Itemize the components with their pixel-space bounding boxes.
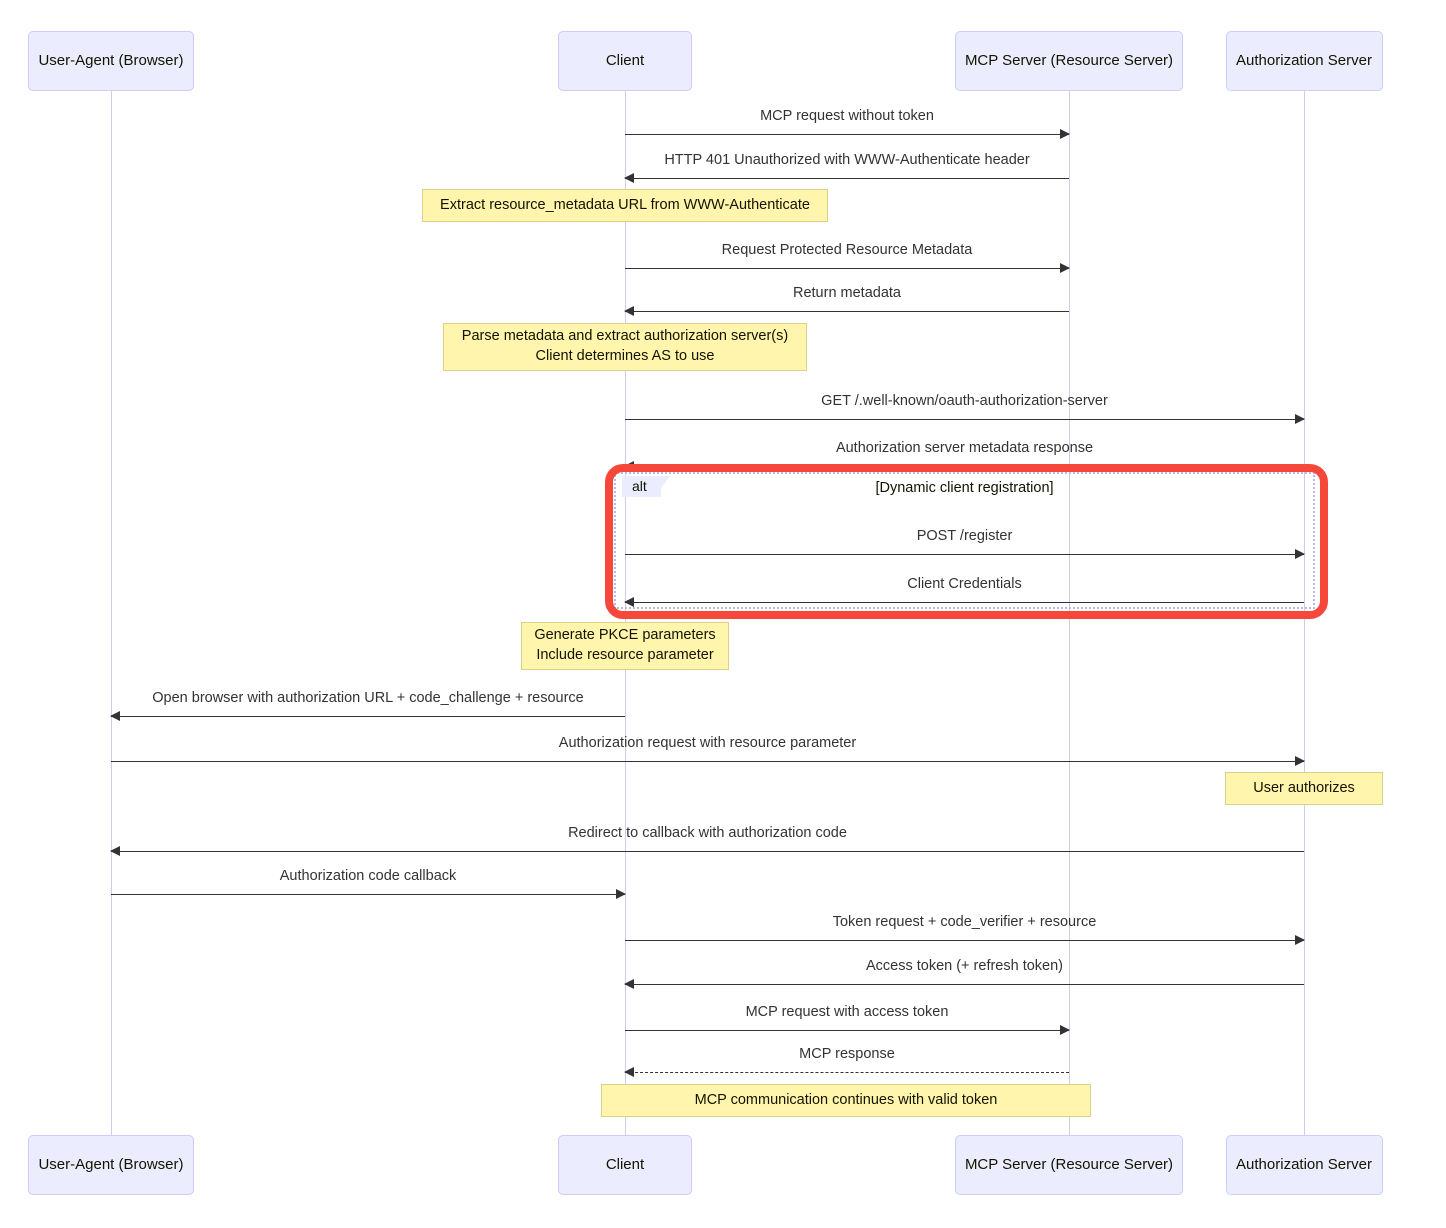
- message-label: MCP response: [799, 1046, 895, 1062]
- arrowhead-icon: [624, 306, 634, 316]
- message-line: [111, 851, 1304, 852]
- arrowhead-icon: [624, 597, 634, 607]
- alt-fragment: [614, 472, 1315, 609]
- lifeline-ua: [111, 91, 112, 1135]
- message-label: Access token (+ refresh token): [865, 958, 1064, 974]
- note-text: MCP communication continues with valid t…: [694, 1091, 998, 1108]
- alt-fragment-keyword: alt: [622, 476, 670, 498]
- participant-label: MCP Server (Resource Server): [964, 52, 1174, 70]
- arrowhead-icon: [1295, 414, 1305, 424]
- participant-label: Authorization Server: [1236, 1156, 1372, 1174]
- lifeline-as: [1304, 91, 1305, 1135]
- message-label: HTTP 401 Unauthorized with WWW-Authentic…: [664, 152, 1030, 168]
- message-label: POST /register: [916, 528, 1013, 544]
- note-continues: MCP communication continues with valid t…: [601, 1084, 1091, 1117]
- participant-bottom-mcp[interactable]: MCP Server (Resource Server): [955, 1135, 1183, 1195]
- note-authorizes: User authorizes: [1225, 772, 1383, 805]
- participant-label: MCP Server (Resource Server): [964, 1156, 1174, 1174]
- arrowhead-icon: [616, 889, 626, 899]
- participant-label: User-Agent (Browser): [38, 52, 184, 70]
- message-label: Authorization server metadata response: [835, 440, 1094, 456]
- message-line: [625, 1030, 1069, 1031]
- participant-top-mcp[interactable]: MCP Server (Resource Server): [955, 31, 1183, 91]
- participant-label: User-Agent (Browser): [38, 1156, 184, 1174]
- message-label: MCP request without token: [760, 108, 934, 124]
- message-label: Open browser with authorization URL + co…: [152, 690, 584, 706]
- message-label: Redirect to callback with authorization …: [568, 825, 847, 841]
- arrowhead-icon: [110, 846, 120, 856]
- message-line: [625, 268, 1069, 269]
- message-label: Return metadata: [792, 285, 901, 301]
- note-text: Include resource parameter: [536, 647, 714, 663]
- participant-bottom-client[interactable]: Client: [558, 1135, 692, 1195]
- arrowhead-icon: [1295, 756, 1305, 766]
- participant-top-client[interactable]: Client: [558, 31, 692, 91]
- message-line: [625, 984, 1304, 985]
- arrowhead-icon: [1060, 129, 1070, 139]
- arrowhead-icon: [624, 173, 634, 183]
- message-line: [111, 761, 1304, 762]
- message-label: GET /.well-known/oauth-authorization-ser…: [821, 393, 1108, 409]
- participant-label: Client: [605, 1156, 645, 1174]
- message-line: [625, 940, 1304, 941]
- arrowhead-icon: [1295, 549, 1305, 559]
- message-label: Token request + code_verifier + resource: [832, 914, 1097, 930]
- message-line: [625, 1072, 1069, 1073]
- note-extract: Extract resource_metadata URL from WWW-A…: [422, 189, 828, 222]
- participant-bottom-ua[interactable]: User-Agent (Browser): [28, 1135, 194, 1195]
- note-text: Parse metadata and extract authorization…: [461, 328, 789, 345]
- participant-top-ua[interactable]: User-Agent (Browser): [28, 31, 194, 91]
- message-line: [625, 311, 1069, 312]
- participant-label: Client: [605, 52, 645, 70]
- arrowhead-icon: [624, 461, 634, 471]
- message-label: Authorization code callback: [279, 868, 457, 884]
- message-label: MCP request with access token: [745, 1004, 949, 1020]
- alt-fragment-condition: [Dynamic client registration]: [875, 480, 1054, 496]
- note-text: Extract resource_metadata URL from WWW-A…: [440, 196, 810, 213]
- message-line: [625, 466, 1304, 467]
- message-label: Authorization request with resource para…: [558, 735, 857, 751]
- message-line: [625, 602, 1304, 603]
- message-line: [625, 554, 1304, 555]
- message-label: Client Credentials: [907, 576, 1022, 592]
- note-parse: Parse metadata and extract authorization…: [443, 323, 807, 371]
- arrowhead-icon: [1295, 935, 1305, 945]
- participant-label: Authorization Server: [1236, 52, 1372, 70]
- arrowhead-icon: [624, 979, 634, 989]
- message-line: [625, 419, 1304, 420]
- arrowhead-icon: [1060, 263, 1070, 273]
- participant-bottom-as[interactable]: Authorization Server: [1225, 1135, 1383, 1195]
- message-label: Request Protected Resource Metadata: [721, 242, 973, 258]
- arrowhead-icon: [1060, 1025, 1070, 1035]
- message-line: [111, 716, 625, 717]
- arrowhead-icon: [624, 1067, 634, 1077]
- participant-top-as[interactable]: Authorization Server: [1225, 31, 1383, 91]
- message-line: [111, 894, 625, 895]
- note-text: Generate PKCE parameters: [534, 627, 716, 644]
- note-text: User authorizes: [1253, 779, 1355, 796]
- message-line: [625, 178, 1069, 179]
- lifeline-mcp: [1069, 91, 1070, 1135]
- note-text: Client determines AS to use: [535, 348, 715, 364]
- arrowhead-icon: [110, 711, 120, 721]
- message-line: [625, 134, 1069, 135]
